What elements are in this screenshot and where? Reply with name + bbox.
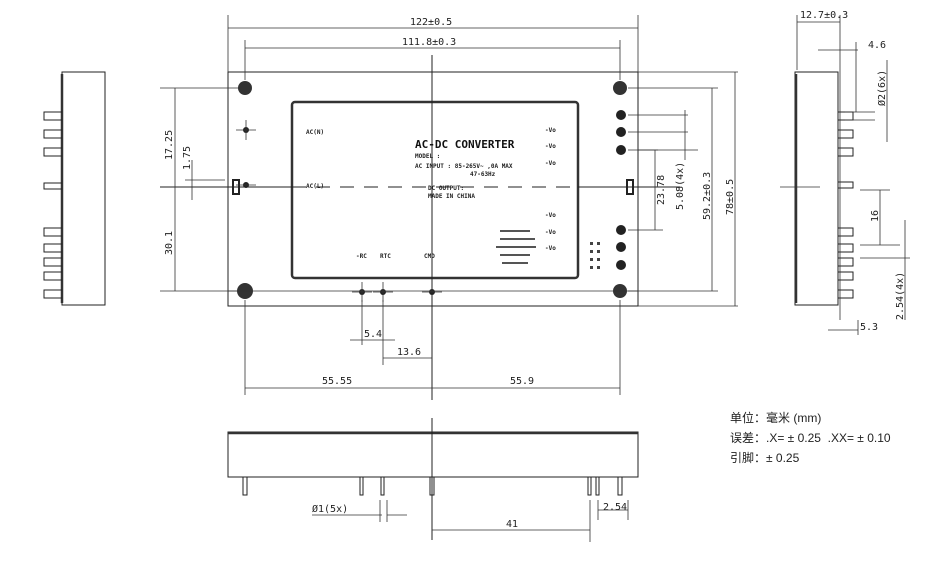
notes: 单位：毫米 (mm) 误差：.X= ± 0.25 .XX= ± 0.10 引脚：…: [730, 408, 891, 468]
dim-left-half: 55.55: [322, 376, 352, 387]
dim-pin-offset-side: 4.6: [868, 40, 886, 51]
pin-label-rc: -RC: [356, 253, 367, 260]
dim-hole-pitch-x: 111.8±0.3: [402, 37, 456, 48]
pin-label-vo-5: -Vo: [545, 229, 556, 236]
dim-hole-pitch-y: 59.2±0.3: [702, 172, 713, 220]
dim-overall-width: 78±0.5: [725, 179, 736, 215]
note-tolerance: 误差：.X= ± 0.25 .XX= ± 0.10: [730, 431, 891, 445]
dim-center-to-bottom: 30.1: [164, 231, 175, 255]
right-side-view: 12.7±0.3 4.6 Ø2(6x) 16 2.54(4x) 5.3: [780, 10, 910, 335]
pin-label-cmd: CMD: [424, 253, 435, 260]
label-dc-output: DC OUTPUT:: [428, 185, 464, 192]
dim-pin-pitch-bottom: 5.4: [364, 329, 382, 340]
dim-pin-length: 5.3: [860, 322, 878, 333]
dimension-lines: [160, 15, 738, 395]
dim-overall-length: 122±0.5: [410, 17, 452, 28]
dim-pin-dia-small: Ø1(5x): [312, 503, 348, 515]
label-ac-input: AC INPUT : 85-265V~ ,0A MAX: [415, 163, 513, 170]
dim-offset-small: 1.75: [182, 146, 193, 170]
dim-pin-offset-bottom: 13.6: [397, 347, 421, 358]
pin-label-vo-4: -Vo: [545, 212, 556, 219]
dim-pin-span-right: 23.78: [656, 175, 667, 205]
dim-right-half: 55.9: [510, 376, 534, 387]
label-title: AC-DC CONVERTER: [415, 138, 515, 151]
dim-side-spacing: 16: [870, 210, 881, 222]
dim-pin-distance: 41: [506, 519, 518, 530]
left-side-view: [43, 71, 106, 306]
pin-label-vo-2: -Vo: [545, 143, 556, 150]
dim-pin-pitch-right: 5.08(4x): [675, 162, 686, 210]
pin-label-vo-1: -Vo: [545, 127, 556, 134]
pin-label-vo-6: -Vo: [545, 245, 556, 252]
dim-height: 12.7±0.3: [800, 10, 848, 21]
note-pins: 引脚：± 0.25: [730, 451, 800, 465]
pin-label-rtc: RTC: [380, 253, 391, 260]
label-made-in: MADE IN CHINA: [428, 193, 475, 200]
pin-label-acl: AC(L): [306, 183, 324, 190]
dim-pin-pitch-side: 2.54(4x): [895, 272, 906, 320]
top-view: AC-DC CONVERTER MODEL : AC INPUT : 85-26…: [160, 55, 698, 400]
dim-top-to-center: 17.25: [164, 130, 175, 160]
label-freq: 47-63Hz: [470, 171, 496, 178]
front-view: Ø1(5x) 41 2.54: [227, 418, 639, 542]
pin-label-acn: AC(N): [306, 129, 324, 136]
pin-label-vo-3: -Vo: [545, 160, 556, 167]
dim-pin-dia-large: Ø2(6x): [876, 70, 888, 106]
label-model: MODEL :: [415, 153, 440, 160]
dim-pin-pitch-small: 2.54: [603, 502, 627, 513]
note-unit: 单位：毫米 (mm): [730, 411, 822, 425]
